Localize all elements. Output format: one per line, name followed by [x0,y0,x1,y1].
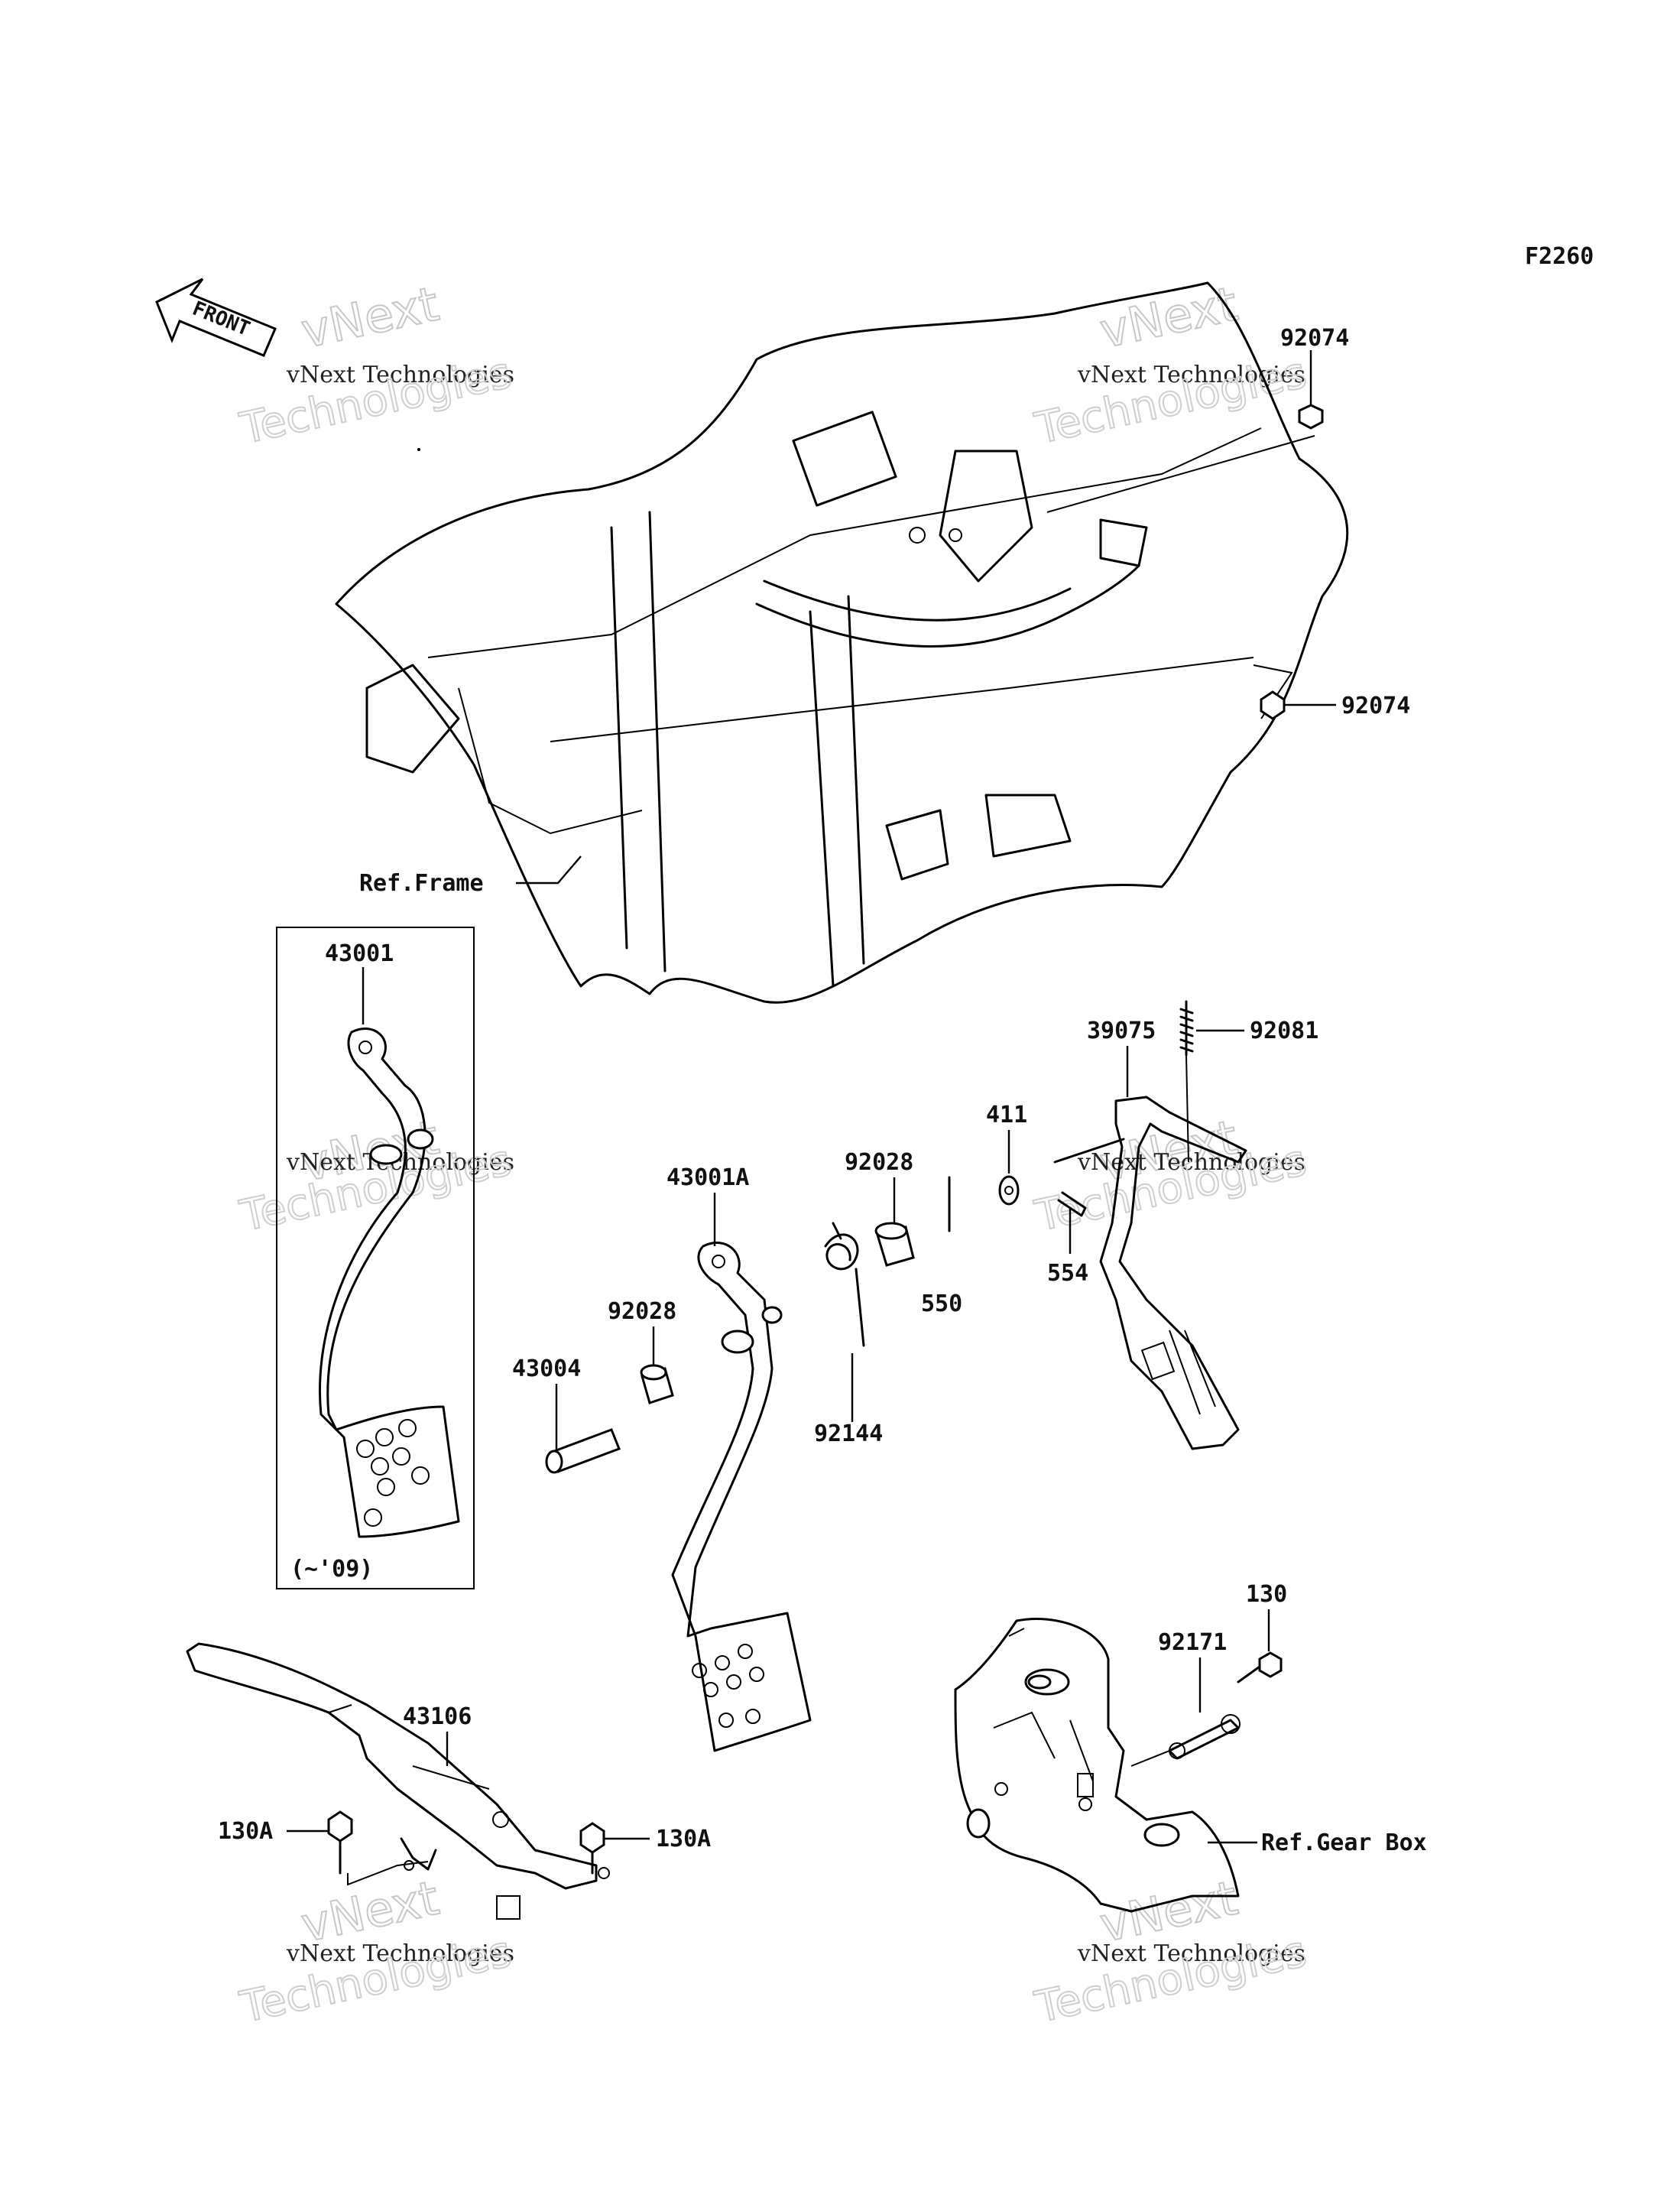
watermark-top-right: vNext vNext Technologies Technologies [1030,275,1311,455]
svg-text:92028: 92028 [608,1298,676,1325]
svg-text:130: 130 [1246,1581,1287,1608]
bolt-130a-right: 130A [579,1822,711,1875]
svg-text:vNext: vNext [1095,276,1242,359]
svg-text:vNext Technologies: vNext Technologies [286,362,514,388]
svg-text:Ref.Gear Box: Ref.Gear Box [1261,1830,1427,1856]
pedal-39075: 39075 [1053,1018,1247,1450]
svg-text:43001: 43001 [325,940,394,967]
nut-92074-right: 92074 [1260,690,1410,720]
inset-43001-box: 43001 (~'09) [276,927,475,1589]
svg-text:92074: 92074 [1341,693,1410,719]
pin-550: 550 [921,1176,962,1317]
watermark-bottom-right: vNext vNext Technologies Technologies [1030,1869,1311,2034]
svg-text:39075: 39075 [1087,1018,1156,1044]
bolt-130a-left: 130A [218,1810,429,1886]
svg-text:43004: 43004 [512,1355,581,1382]
clip-554: 554 [1047,1191,1088,1287]
svg-text:vNext Technologies: vNext Technologies [1077,362,1305,388]
shaft-43004: 43004 [512,1355,621,1474]
gearbox-illustration [954,1617,1240,1913]
svg-text:92081: 92081 [1250,1018,1318,1044]
spring-92081: 92081 [1179,1000,1318,1163]
frame-dot [417,448,420,451]
svg-text:92144: 92144 [814,1420,883,1447]
watermark-bottom-left: vNext vNext Technologies Technologies [235,1869,516,2034]
pedal-43001a: 43001A [666,1164,812,1752]
svg-text:550: 550 [921,1291,962,1317]
svg-text:vNext Technologies: vNext Technologies [286,1940,514,1967]
svg-text:92074: 92074 [1280,325,1349,352]
svg-text:130A: 130A [656,1826,711,1852]
svg-text:Ref.Frame: Ref.Frame [359,870,484,897]
bushing-92028-left: 92028 [608,1298,676,1404]
front-arrow-icon: FRONT [155,278,277,357]
diagram-code: F2260 [1525,243,1594,270]
spring-92144: 92144 [814,1222,883,1447]
bushing-92028-top: 92028 [845,1149,915,1267]
svg-text:554: 554 [1047,1260,1088,1287]
clip-92171: 92171 [1130,1629,1241,1767]
svg-text:(~'09): (~'09) [290,1556,373,1583]
svg-text:92171: 92171 [1158,1629,1227,1656]
nut-92074-top: 92074 [1280,325,1349,430]
watermark-top-left: vNext vNext Technologies Technologies [235,275,516,455]
svg-text:411: 411 [986,1102,1027,1128]
svg-text:130A: 130A [218,1818,273,1845]
lever-43106: 43106 [186,1642,610,1920]
svg-text:vNext Technologies: vNext Technologies [1077,1149,1305,1176]
svg-text:92028: 92028 [845,1149,913,1176]
watermark-mid-right: vNext vNext Technologies Technologies [1030,1109,1311,1242]
bolt-130: 130 [1237,1581,1287,1683]
washer-411: 411 [986,1102,1027,1206]
svg-text:vNext Technologies: vNext Technologies [1077,1940,1305,1967]
svg-text:vNext: vNext [297,276,443,359]
svg-text:43001A: 43001A [666,1164,749,1191]
ref-gearbox-label: Ref.Gear Box [1208,1830,1427,1856]
ref-frame-label: Ref.Frame [359,855,582,897]
svg-text:43106: 43106 [403,1703,472,1730]
